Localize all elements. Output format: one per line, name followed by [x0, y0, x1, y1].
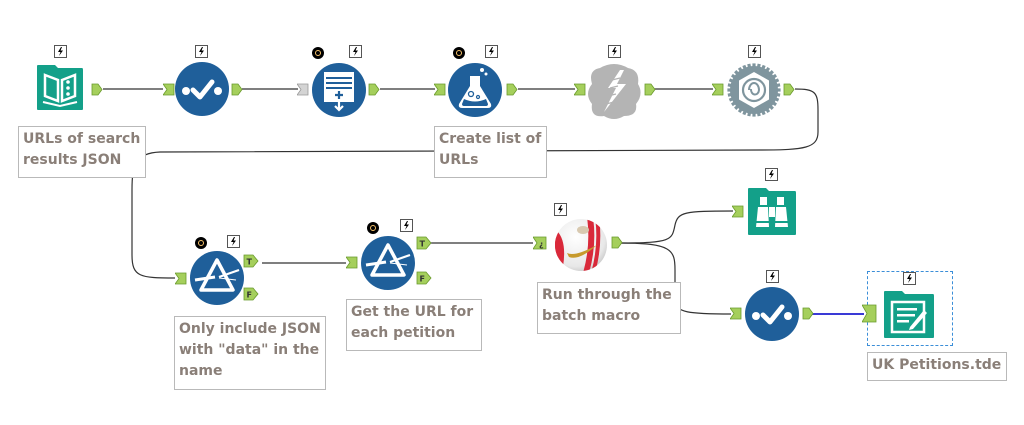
output-anchor[interactable]	[506, 83, 518, 96]
output-anchor[interactable]	[368, 83, 380, 96]
input-anchor[interactable]	[346, 256, 358, 269]
output-anchor[interactable]	[783, 83, 795, 96]
question-badge-icon	[453, 47, 465, 59]
soccer-ball-icon	[555, 219, 607, 271]
tool-json-parse[interactable]	[712, 45, 796, 125]
tool-filter-1[interactable]: T F	[175, 235, 265, 307]
annotation-filter-2[interactable]: Get the URL for each petition	[346, 299, 482, 351]
select-check-icon	[175, 62, 229, 116]
tool-input-data[interactable]	[31, 45, 103, 125]
gear-swirl-icon	[727, 63, 781, 117]
output-anchor[interactable]	[611, 236, 623, 249]
true-anchor-label: T	[247, 258, 253, 267]
macro-input-anchor[interactable]: ¿	[533, 236, 547, 250]
lightning-badge-icon	[485, 45, 498, 58]
tool-formula[interactable]	[434, 45, 518, 125]
lightning-badge-icon	[765, 168, 778, 181]
gear-tooth	[777, 88, 781, 92]
false-anchor[interactable]: F	[243, 287, 259, 301]
input-anchor[interactable]	[732, 205, 744, 218]
output-anchor[interactable]	[644, 83, 656, 96]
annotation-input[interactable]: URLs of search results JSON	[18, 126, 146, 178]
output-anchor[interactable]	[91, 83, 103, 96]
macro-input-anchor-label: ¿	[539, 240, 544, 249]
false-anchor-label: F	[420, 275, 425, 284]
annotation-formula[interactable]: Create list of URLs	[434, 126, 547, 178]
input-anchor[interactable]	[730, 307, 742, 320]
input-anchor[interactable]	[163, 83, 175, 96]
tool-download[interactable]	[574, 45, 656, 125]
filter-prism-icon	[361, 236, 415, 290]
tool-batch-macro[interactable]: ¿	[533, 200, 623, 276]
gear-tooth	[727, 88, 731, 92]
lightning-badge-icon	[748, 45, 761, 58]
output-anchor[interactable]	[231, 83, 243, 96]
tool-browse[interactable]	[732, 168, 802, 240]
filter-prism-icon	[190, 251, 244, 305]
true-anchor[interactable]: T	[243, 254, 259, 268]
binoculars-icon	[748, 188, 796, 235]
output-document-icon	[884, 291, 934, 338]
false-anchor-label: F	[247, 291, 252, 300]
question-badge-icon	[312, 47, 324, 59]
select-check-icon	[745, 287, 799, 341]
question-badge-icon	[195, 237, 207, 249]
lightning-badge-icon	[766, 270, 779, 283]
append-list-icon	[312, 63, 366, 117]
tool-filter-2[interactable]: T F	[346, 215, 436, 290]
input-anchor[interactable]	[862, 304, 877, 323]
lightning-badge-icon	[903, 272, 916, 285]
tool-select-1[interactable]	[163, 45, 243, 117]
question-badge-icon	[367, 222, 379, 234]
flask-icon	[448, 63, 502, 117]
output-anchor[interactable]	[802, 307, 814, 320]
true-anchor-label: T	[420, 240, 426, 249]
gear-tooth	[752, 113, 756, 117]
annotation-filter-1[interactable]: Only include JSON with "data" in the nam…	[174, 316, 326, 390]
annotation-macro[interactable]: Run through the batch macro	[537, 282, 681, 334]
connection-macro-to-browse[interactable]	[619, 210, 734, 244]
lightning-badge-icon	[400, 219, 413, 232]
lightning-badge-icon	[227, 235, 240, 248]
input-anchor[interactable]	[434, 83, 446, 96]
book-icon	[37, 65, 83, 110]
lightning-cloud-icon	[588, 64, 641, 119]
lightning-badge-icon	[349, 45, 362, 58]
lightning-badge-icon	[608, 45, 621, 58]
lightning-badge-icon	[554, 203, 567, 216]
annotation-output[interactable]: UK Petitions.tde	[867, 352, 1007, 381]
tool-text-to-columns[interactable]	[297, 45, 381, 125]
input-anchor[interactable]	[175, 272, 187, 285]
true-anchor[interactable]: T	[416, 236, 432, 250]
gear-tooth	[752, 63, 756, 67]
input-anchor[interactable]	[574, 83, 586, 96]
lightning-badge-icon	[54, 45, 67, 58]
input-anchor[interactable]	[297, 83, 309, 96]
tool-select-2[interactable]	[730, 270, 814, 342]
tool-output-data[interactable]	[862, 271, 952, 351]
lightning-badge-icon	[195, 45, 208, 58]
input-anchor[interactable]	[712, 83, 724, 96]
false-anchor[interactable]: F	[416, 271, 432, 285]
